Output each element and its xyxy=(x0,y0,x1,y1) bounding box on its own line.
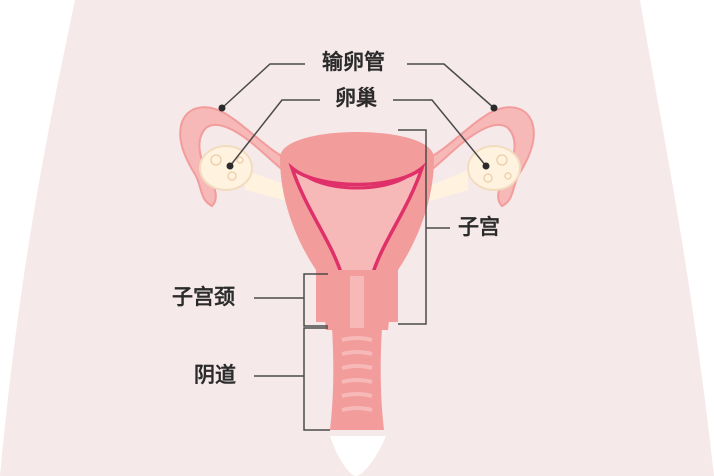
fallopian-tube-leader-right xyxy=(407,63,495,109)
label-fallopian-tube: 输卵管 xyxy=(322,50,385,74)
left-ovary xyxy=(199,145,253,191)
uterus-bracket xyxy=(398,129,427,325)
ovary-follicles xyxy=(210,154,512,183)
leg-gap xyxy=(330,436,386,476)
label-vagina: 阴道 xyxy=(194,363,236,387)
label-ovary: 卵巢 xyxy=(335,86,377,110)
leader-dots xyxy=(218,104,498,170)
ovary-leader-left xyxy=(229,99,320,167)
label-uterus: 子宫 xyxy=(458,215,500,239)
leader-lines xyxy=(221,63,495,431)
uterine-cavity xyxy=(288,162,426,278)
endometrium-line xyxy=(305,174,409,190)
label-cervix: 子宫颈 xyxy=(172,285,235,309)
ovary-leader-right xyxy=(393,99,487,167)
cervix-bracket xyxy=(303,273,328,327)
vagina-bracket xyxy=(303,327,330,431)
right-ovarian-ligament xyxy=(420,170,468,204)
vaginal-rugae xyxy=(341,336,373,412)
cervical-canal xyxy=(350,276,364,328)
fallopian-tube-leader-left xyxy=(221,63,305,109)
